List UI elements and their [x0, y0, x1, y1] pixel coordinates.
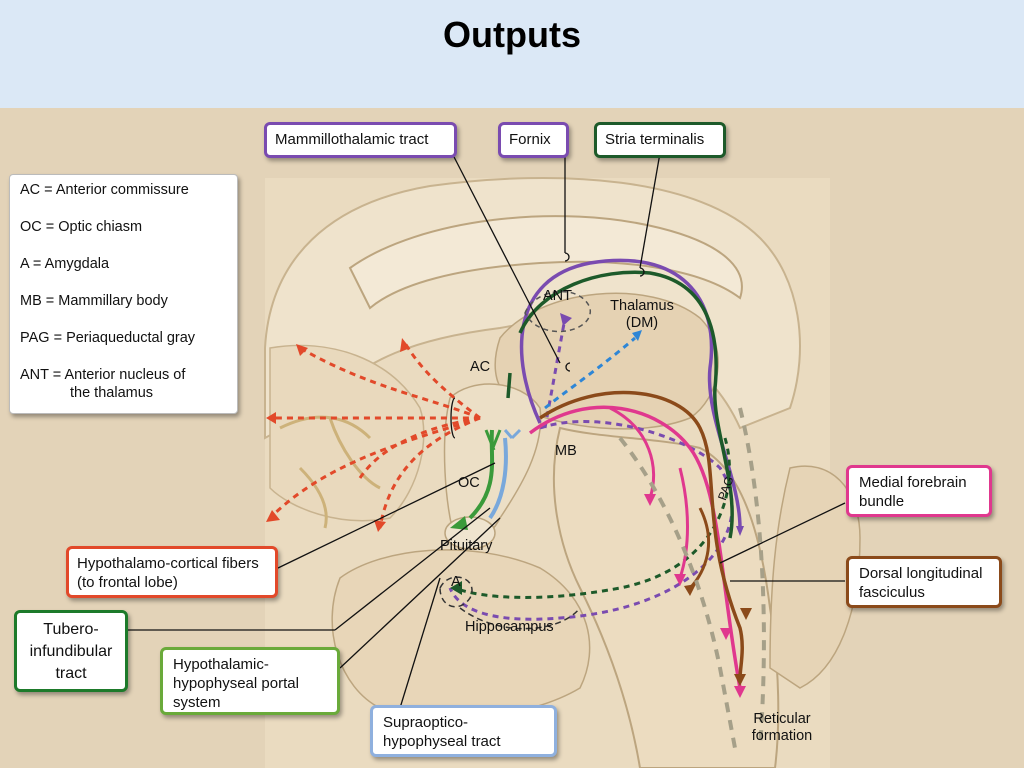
mammillothalamic-label: Mammillothalamic tract — [275, 131, 429, 148]
hcf-label-line1: Hypothalamo-cortical fibers — [77, 555, 259, 572]
dlf-path — [539, 390, 744, 679]
legend-item: A = Amygdala — [20, 256, 110, 272]
corpus-callosum — [348, 215, 743, 310]
brain-illustration — [128, 152, 861, 768]
supraoptic-path — [488, 437, 508, 520]
stria-dashed — [454, 437, 731, 599]
tub-label-line1: Tubero- — [43, 621, 99, 638]
ac-label: AC — [470, 359, 491, 375]
tub-label-line3: tract — [55, 665, 87, 682]
reticular-label-line2: formation — [751, 728, 813, 744]
reticular-label: Reticular formation — [742, 711, 822, 745]
sht-label-line2: hypophyseal tract — [383, 733, 501, 750]
pituitary-label: Pituitary — [440, 538, 493, 554]
mb-label: MB — [555, 443, 577, 459]
legend-item: ANT = Anterior nucleus of — [20, 367, 186, 383]
orange-arrowheads — [266, 338, 410, 532]
dlf-label-box: Dorsal longitudinal fasciculus — [846, 556, 1002, 608]
thalamus-label-line1: Thalamus — [610, 298, 674, 314]
legend-item: the thalamus — [70, 385, 154, 401]
brainstem-shape — [552, 426, 780, 768]
thalamus-dm-path — [544, 336, 636, 410]
stria-label: Stria terminalis — [605, 131, 705, 148]
dlf-label-line1: Dorsal longitudinal — [859, 565, 983, 582]
hippocampus-outline — [439, 576, 581, 630]
tuberoinfundibular-path — [468, 429, 495, 520]
cerebellum-shape — [769, 465, 861, 689]
mfb-label-line1: Medial forebrain — [859, 474, 967, 491]
mammillothalamic-path — [543, 317, 567, 429]
reticular-label-line1: Reticular — [753, 711, 811, 727]
mfb-label-box: Medial forebrain bundle — [846, 465, 992, 517]
hippocampus-label: Hippocampus — [465, 619, 554, 635]
mfb-path — [528, 405, 742, 689]
thalamus-label: Thalamus (DM) — [602, 298, 682, 332]
tub-label-line2: infundibular — [29, 643, 113, 660]
hcf-label-line2: (to frontal lobe) — [77, 574, 178, 591]
legend-item: OC = Optic chiasm — [20, 219, 143, 235]
reticular-path — [618, 436, 737, 749]
hhp-label-box: Hypothalamic- hypophyseal portal system — [160, 647, 340, 715]
title-bar: Outputs — [0, 0, 1024, 108]
ant-label: ANT — [543, 288, 572, 304]
fornix-label: Fornix — [509, 131, 551, 148]
fornix-label-box: Fornix — [498, 122, 569, 158]
hypothalamo-cortical-paths — [268, 342, 481, 529]
legend: AC = Anterior commissure OC = Optic chia… — [9, 174, 238, 414]
temporal-lobe — [331, 549, 591, 720]
stria-label-box: Stria terminalis — [594, 122, 726, 158]
sht-label-line1: Supraoptico- — [383, 714, 469, 731]
sht-label-box: Supraoptico- hypophyseal tract — [370, 705, 557, 757]
stria-path — [518, 270, 734, 539]
hhp-label-line1: Hypothalamic- — [173, 656, 269, 673]
brain-diagram: AC = Anterior commissure OC = Optic chia… — [0, 108, 1024, 768]
dlf-label-line2: fasciculus — [859, 584, 925, 601]
hcf-label-box: Hypothalamo-cortical fibers (to frontal … — [66, 546, 278, 598]
legend-item: AC = Anterior commissure — [20, 182, 189, 198]
hhp-label-line2: hypophyseal portal — [173, 675, 299, 692]
amygdala-label: A — [451, 574, 461, 590]
hhp-label-line3: system — [173, 694, 221, 711]
ant-outline — [524, 291, 591, 333]
thalamus-label-line2: (DM) — [625, 315, 659, 331]
oc-label: OC — [458, 475, 480, 491]
mammillothalamic-label-box: Mammillothalamic tract — [264, 122, 457, 158]
mfb-label-line2: bundle — [859, 493, 905, 510]
slide-title: Outputs — [443, 14, 581, 55]
tuberoinfundibular-label-box: Tubero- infundibular tract — [14, 610, 128, 692]
legend-item: MB = Mammillary body — [20, 293, 168, 309]
leader-lines — [128, 152, 846, 709]
legend-item: PAG = Periaqueductal gray — [20, 330, 196, 346]
